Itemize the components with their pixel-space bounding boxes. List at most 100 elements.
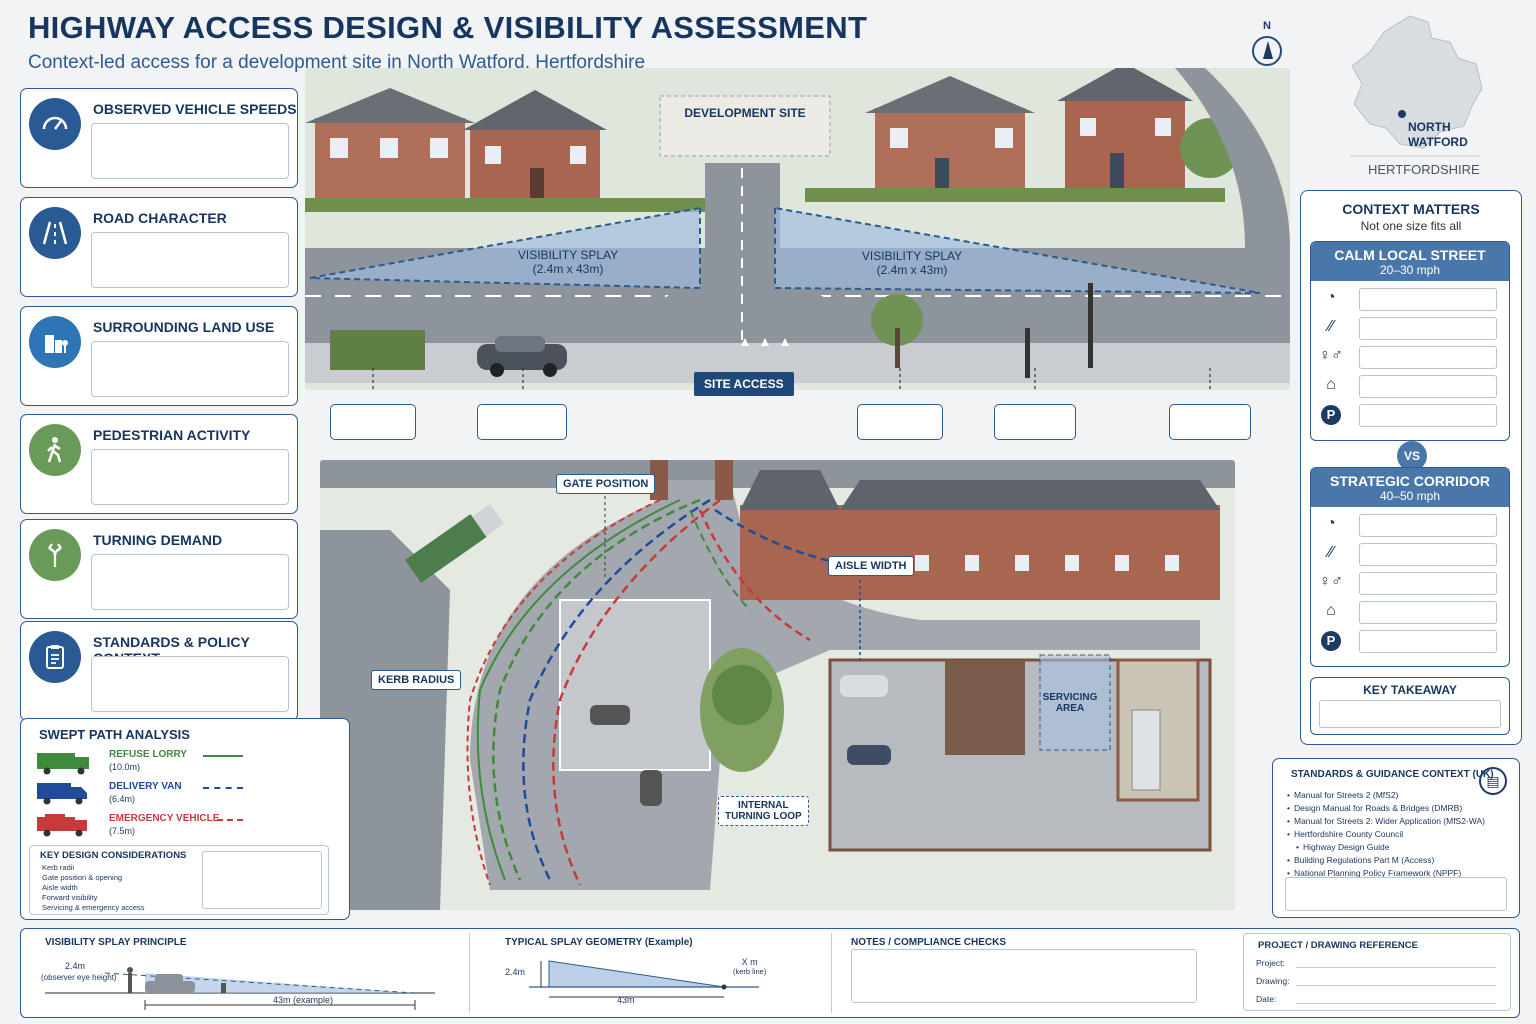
consideration-item: Forward visibility [42, 893, 98, 902]
annotation-box-4[interactable] [994, 404, 1076, 440]
parked-car-icon [640, 770, 662, 806]
considerations-box: KEY DESIGN CONSIDERATIONS Kerb radii Gat… [29, 845, 329, 915]
servicing-area-line2: AREA [1055, 703, 1085, 714]
annotation-box-5[interactable] [1169, 404, 1251, 440]
vehicle-name: EMERGENCY VEHICLE [109, 813, 220, 824]
strategic-road-field[interactable] [1359, 543, 1497, 566]
standards-item: Building Regulations Part M (Access) [1287, 854, 1485, 867]
considerations-title: KEY DESIGN CONSIDERATIONS [40, 850, 187, 861]
factor-notes-box[interactable] [91, 341, 289, 397]
turning-loop-line1: INTERNAL [738, 800, 789, 811]
pedestrians-icon: ♀♂ [1319, 347, 1343, 364]
calm-road-field[interactable] [1359, 317, 1497, 340]
drawing-field[interactable] [1296, 985, 1496, 986]
calm-pedestrian-field[interactable] [1359, 346, 1497, 369]
vehicle-name: REFUSE LORRY [109, 749, 187, 760]
factor-notes-box[interactable] [91, 232, 289, 288]
watford-label-line2: WATFORD [1408, 135, 1468, 149]
notes-field[interactable] [851, 949, 1197, 1003]
footer-panel: VISIBILITY SPLAY PRINCIPLE 2.4m (observe… [20, 928, 1520, 1018]
geometry-length-label: 43m [617, 995, 635, 1005]
compass-north-label: N [1263, 20, 1271, 32]
factor-notes-box[interactable] [91, 656, 289, 712]
geometry-x-value: X m [741, 957, 758, 967]
terrace-houses [740, 505, 1220, 600]
van-line-key [203, 787, 243, 789]
factor-label: TURNING DEMAND [93, 532, 223, 548]
considerations-list: Kerb radii Gate position & opening Aisle… [42, 863, 145, 913]
parked-car-icon [847, 745, 891, 765]
key-takeaway-title: KEY TAKEAWAY [1363, 683, 1457, 697]
outbuilding [945, 660, 1025, 755]
county-label: HERTFORDSHIRE [1368, 162, 1480, 177]
strategic-header: STRATEGIC CORRIDOR 40–50 mph [1311, 468, 1509, 507]
considerations-notes-field[interactable] [202, 851, 322, 909]
north-compass: N [1250, 20, 1284, 76]
vehicle-size: (6.4m) [109, 794, 136, 804]
visibility-splay-scene [305, 68, 1290, 390]
buildings-icon [29, 316, 81, 368]
container [1131, 709, 1161, 791]
annotation-box-1[interactable] [330, 404, 416, 440]
vehicle-size: (10.0m) [109, 762, 141, 772]
factor-card-land-use: SURROUNDING LAND USE [20, 306, 298, 406]
development-site-label: DEVELOPMENT SITE [684, 106, 806, 120]
street-lamp [1088, 283, 1093, 368]
hertfordshire-map [1350, 15, 1483, 157]
standards-notes-field[interactable] [1285, 877, 1507, 911]
strategic-landuse-field[interactable] [1359, 601, 1497, 624]
turn-arrows-icon [29, 529, 81, 581]
factor-notes-box[interactable] [91, 449, 289, 505]
factor-card-turning: TURNING DEMAND [20, 519, 298, 619]
key-takeaway-field[interactable] [1319, 700, 1501, 728]
date-field[interactable] [1296, 1003, 1496, 1004]
consideration-item: Servicing & emergency access [42, 903, 145, 912]
delivery-van-icon [37, 781, 93, 805]
project-title: PROJECT / DRAWING REFERENCE [1258, 940, 1418, 951]
emergency-vehicle-icon [37, 813, 93, 837]
servicing-area [1039, 654, 1111, 751]
strategic-speed-field[interactable] [1359, 514, 1497, 537]
geometry-height-label: 2.4m [505, 967, 526, 977]
watford-label-line1: NORTH [1408, 120, 1451, 134]
refuse-lorry-icon [405, 503, 505, 583]
geometry-kerb-note: (kerb line) [733, 967, 767, 976]
annotation-box-3[interactable] [857, 404, 943, 440]
notes-title: NOTES / COMPLIANCE CHECKS [851, 937, 1007, 948]
calm-parking-field[interactable] [1359, 404, 1497, 427]
vehicle-name: DELIVERY VAN [109, 781, 182, 792]
speedometer-icon: ◔ [1326, 515, 1336, 532]
bollard [1025, 328, 1030, 378]
standards-title: STANDARDS & GUIDANCE CONTEXT (UK) [1291, 769, 1494, 780]
factor-card-pedestrian: PEDESTRIAN ACTIVITY [20, 414, 298, 514]
factor-notes-box[interactable] [91, 554, 289, 610]
strategic-parking-field[interactable] [1359, 630, 1497, 653]
splay-left-title: VISIBILITY SPLAY [517, 248, 619, 262]
factor-label: ROAD CHARACTER [93, 210, 227, 226]
kerb-radius-label: KERB RADIUS [371, 670, 462, 690]
calm-landuse-field[interactable] [1359, 375, 1497, 398]
parking-icon: P [1319, 405, 1343, 427]
context-panel: CONTEXT MATTERS Not one size fits all CA… [1300, 190, 1522, 745]
servicing-area-line1: SERVICING [1042, 692, 1098, 703]
strategic-pedestrian-field[interactable] [1359, 572, 1497, 595]
strategic-title: STRATEGIC CORRIDOR [1330, 473, 1490, 489]
project-label: Project: [1256, 958, 1285, 968]
splay-left-dims: (2.4m x 43m) [532, 262, 604, 276]
page-subtitle: Context-led access for a development sit… [28, 52, 646, 73]
clipboard-icon [29, 631, 81, 683]
calm-speed-field[interactable] [1359, 288, 1497, 311]
car-icon [145, 974, 195, 993]
tree-house-icon: ⌂ [1326, 376, 1336, 393]
parked-car-icon [590, 705, 630, 725]
house-right-1 [865, 76, 1035, 188]
project-field[interactable] [1296, 967, 1496, 968]
standards-item: Manual for Streets 2 (MfS2) [1287, 789, 1485, 802]
refuse-lorry-icon [37, 751, 93, 775]
speedometer-icon: ◔ [1326, 289, 1336, 306]
factor-notes-box[interactable] [91, 123, 289, 179]
context-subtitle: Not one size fits all [1360, 219, 1462, 233]
pedestrian-icon [29, 424, 81, 476]
calm-title: CALM LOCAL STREET [1334, 247, 1486, 263]
annotation-box-2[interactable] [477, 404, 567, 440]
